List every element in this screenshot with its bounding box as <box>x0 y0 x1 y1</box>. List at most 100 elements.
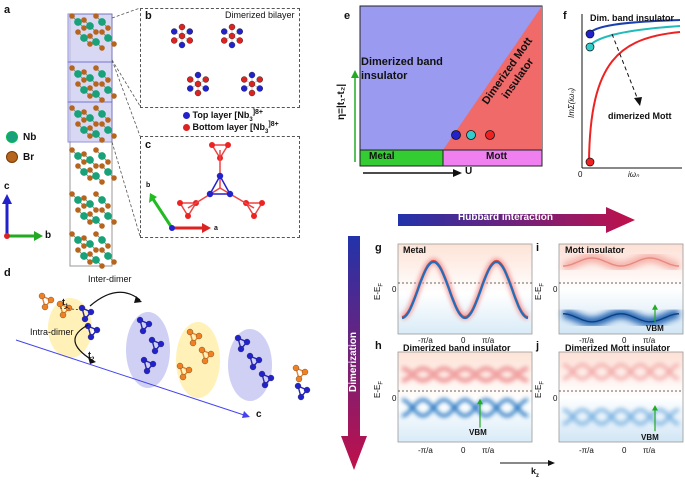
dimerization-arrow <box>341 236 367 470</box>
br-atom <box>69 65 75 71</box>
band-h-ylabel: E-EF <box>373 380 385 398</box>
nb-atom <box>74 236 82 244</box>
br-atom <box>87 93 93 99</box>
vbm-label-j: VBM <box>641 433 659 442</box>
legend-br: Br <box>6 151 34 163</box>
br-atom <box>87 133 93 139</box>
br-atom <box>87 219 93 225</box>
nb3-cluster <box>171 28 178 35</box>
panel-label-g: g <box>375 242 382 254</box>
panel-b-box <box>140 8 300 108</box>
br-atom <box>99 247 105 253</box>
orange-cluster <box>198 346 206 354</box>
blue-cluster <box>145 320 153 328</box>
br-atom <box>69 231 75 237</box>
nb-atom <box>74 152 82 160</box>
vbm-arrow-head <box>652 405 658 411</box>
nb3-cluster <box>248 80 256 88</box>
br-atom <box>87 33 93 39</box>
nb3-cluster <box>256 76 263 83</box>
panel-label-b: b <box>145 10 152 22</box>
orange-cluster <box>38 292 46 300</box>
panel-label-d: d <box>4 267 11 279</box>
nb-atom <box>86 200 94 208</box>
br-atom <box>105 159 111 165</box>
nb-atom <box>104 252 112 260</box>
conduction-band <box>401 365 529 384</box>
nb-atom <box>104 212 112 220</box>
panel-label-f: f <box>563 10 567 22</box>
br-atom <box>99 223 105 229</box>
hubbard-arrow <box>398 207 635 233</box>
legend-top-layer: Top layer [Nb3]8+ <box>183 109 263 123</box>
dimerized-mott-band <box>562 407 680 426</box>
band-j-zero: 0 <box>553 394 558 403</box>
axis-c-a: a <box>214 225 218 232</box>
blue-cluster <box>255 356 263 364</box>
orange-cluster <box>47 296 55 304</box>
self-energy-x-label: iωₙ <box>628 170 640 179</box>
vbm-arrow-head <box>477 398 483 405</box>
red-atom <box>225 142 231 148</box>
nb-atom <box>74 110 82 118</box>
top-layer-dot-icon <box>183 112 190 120</box>
blue-cluster <box>81 315 89 323</box>
br-atom <box>111 259 117 265</box>
br-atom <box>75 29 81 35</box>
nb-atom <box>80 34 88 42</box>
br-atom <box>81 69 87 75</box>
nb3-cluster <box>171 37 178 44</box>
blue-cluster <box>303 386 311 394</box>
br-atom <box>75 247 81 253</box>
red-atom <box>177 200 183 206</box>
nb3-cluster <box>228 32 236 40</box>
metal-region-label: Metal <box>369 151 395 162</box>
panel-e-phase-diagram <box>351 5 543 177</box>
tick-i-zero: 0 <box>622 336 627 345</box>
nb3-cluster <box>228 23 236 31</box>
blue-cluster <box>157 340 165 348</box>
valence-band <box>401 398 529 418</box>
nb-atom <box>98 236 106 244</box>
panel-label-e: e <box>344 10 351 22</box>
br-atom <box>93 191 99 197</box>
panel-c-structure <box>149 142 265 233</box>
br-atom <box>111 93 117 99</box>
orange-cluster <box>186 328 194 336</box>
mott-panel-title: Mott insulator <box>565 245 625 255</box>
orange-cluster <box>207 350 215 358</box>
br-atom <box>81 159 87 165</box>
br-atom <box>99 45 105 51</box>
br-atom <box>75 81 81 87</box>
nb-atom <box>80 86 88 94</box>
orange-cluster <box>179 373 187 381</box>
blue-cluster <box>237 345 245 353</box>
axes-a <box>2 194 43 241</box>
dimerized-mott-band <box>562 407 680 426</box>
nb-atom <box>92 172 100 180</box>
orange-cluster <box>201 357 209 365</box>
nb-atom <box>92 38 100 46</box>
panel-label-a: a <box>4 4 11 16</box>
br-atom <box>75 163 81 169</box>
band-i-zero: 0 <box>553 285 558 294</box>
br-atom <box>93 29 99 35</box>
nb3-cluster <box>236 28 243 35</box>
tick-h-zero: 0 <box>461 446 466 455</box>
dimerized-mott-label: dimerized Mott <box>608 111 672 121</box>
br-atom <box>69 105 75 111</box>
br-atom <box>69 191 75 197</box>
orange-cluster <box>295 375 303 383</box>
conduction-band <box>401 365 529 384</box>
orange-cluster <box>65 304 73 312</box>
blue-cluster <box>267 374 275 382</box>
br-atom <box>87 251 93 257</box>
blue-cluster <box>136 316 144 324</box>
lower-hubbard-band-core <box>563 313 679 323</box>
panel-label-h: h <box>375 340 382 352</box>
nb-atom <box>80 212 88 220</box>
br-atom-icon <box>6 151 18 163</box>
br-atom <box>99 121 105 127</box>
upper-hubbard-band-core <box>563 257 679 267</box>
nb-atom <box>104 34 112 42</box>
